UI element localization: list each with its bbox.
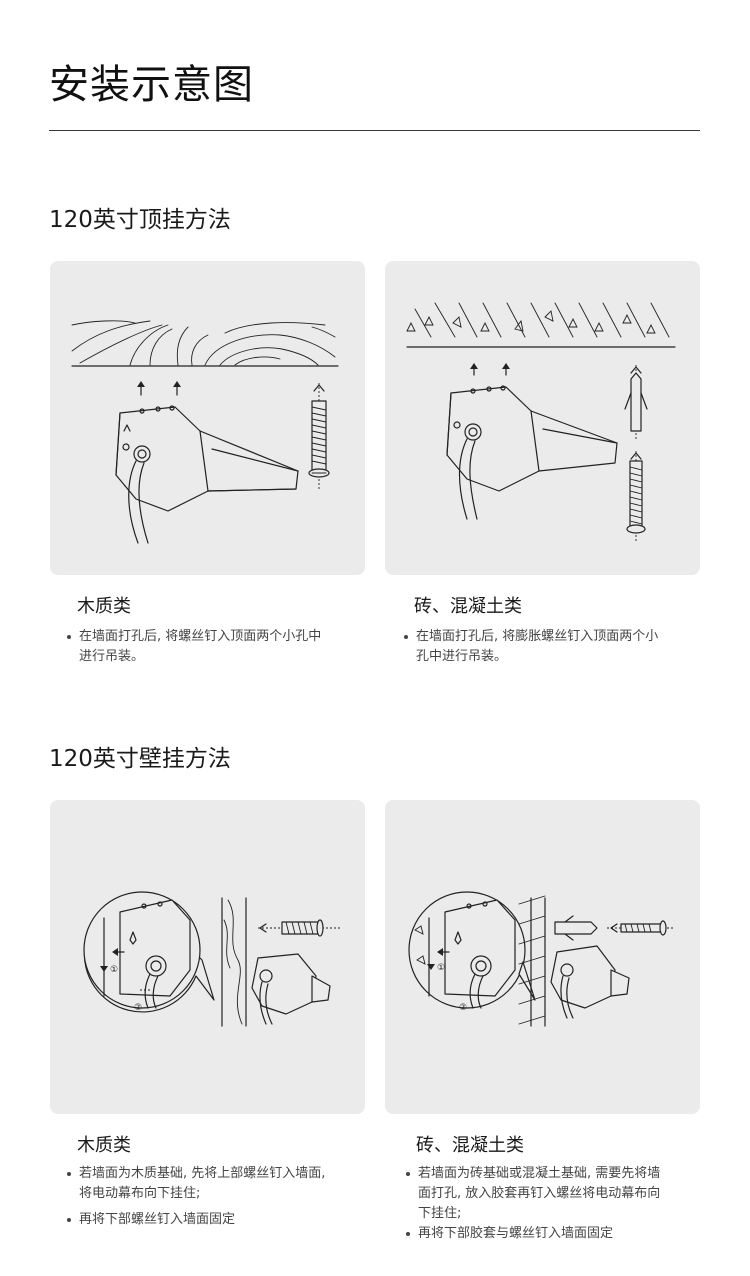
card-title-concrete: 砖、混凝土类 <box>416 1135 524 1156</box>
section-heading-wall: 120英寸壁挂方法 <box>49 746 231 772</box>
bullet-text: 在墙面打孔后, 将螺丝钉入顶面两个小孔中进行吊装。 <box>66 627 369 667</box>
svg-text:②: ② <box>459 1003 467 1013</box>
card-title-wood: 木质类 <box>77 1135 131 1156</box>
title-divider <box>49 130 700 131</box>
screen-casing-icon <box>115 405 299 544</box>
screw-icon <box>607 920 673 936</box>
wood-grain-icon <box>71 320 339 367</box>
anchor-plug-icon <box>624 365 648 441</box>
illustration-ceiling-wood <box>50 261 365 575</box>
card-title-wood: 木质类 <box>77 596 131 617</box>
illustration-ceiling-concrete <box>385 261 700 575</box>
bullet-text: 再将下部螺丝钉入墙面固定 <box>66 1210 369 1230</box>
bullet-text: 若墙面为木质基础, 先将上部螺丝钉入墙面,将电动幕布向下挂住; <box>66 1164 369 1204</box>
screw-icon <box>626 451 646 543</box>
bullet-text: 再将下部胶套与螺丝钉入墙面固定 <box>405 1224 708 1244</box>
screw-icon <box>308 383 330 489</box>
svg-text:①: ① <box>110 965 118 975</box>
page-title: 安装示意图 <box>49 62 254 108</box>
screen-casing-small-icon <box>251 953 331 1025</box>
screen-casing-small-icon <box>550 945 630 1019</box>
svg-text:②: ② <box>134 1003 142 1013</box>
screw-icon <box>258 919 340 937</box>
illustration-wall-wood: ① ② <box>50 800 365 1114</box>
bullet-text: 在墙面打孔后, 将膨胀螺丝钉入顶面两个小孔中进行吊装。 <box>403 627 706 667</box>
concrete-texture-icon <box>406 302 676 348</box>
magnifier-callout-icon: ① ② <box>408 891 536 1013</box>
section-heading-ceiling: 120英寸顶挂方法 <box>49 207 231 233</box>
illustration-wall-concrete: ① ② <box>385 800 700 1114</box>
screen-casing-icon <box>446 385 618 520</box>
anchor-plug-icon <box>554 915 598 941</box>
arrow-up-icon <box>470 363 510 376</box>
wood-wall-icon <box>221 897 247 1027</box>
concrete-wall-icon <box>518 895 546 1027</box>
card-title-concrete: 砖、混凝土类 <box>414 596 522 617</box>
bullet-text: 若墙面为砖基础或混凝土基础, 需要先将墙面打孔, 放入胶套再钉入螺丝将电动幕布向… <box>405 1164 708 1224</box>
arrow-up-icon <box>137 381 181 396</box>
svg-text:①: ① <box>437 963 445 973</box>
magnifier-callout-icon: ① ② <box>83 891 215 1013</box>
